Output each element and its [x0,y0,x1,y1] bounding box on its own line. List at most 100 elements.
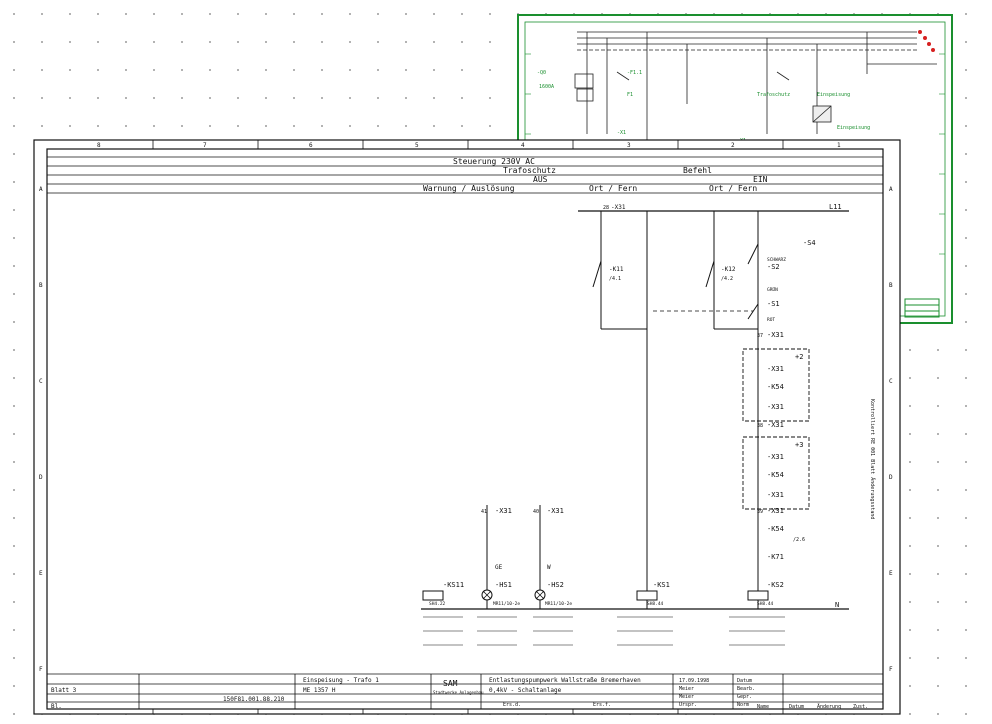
zust-label: Zust. [853,704,868,710]
switch-s2-label: -S2 [767,263,780,271]
ers-d-label: Ers.d. [503,702,521,708]
switch-s4-label: -S4 [803,239,816,247]
company-name: SAM [443,679,458,688]
row-label-right: E [889,570,893,577]
terminal-label: -X31 [495,507,512,515]
column-label: 1 [837,142,841,149]
column-label: 5 [415,142,419,149]
sheet-side-text: Kontrolliert RE 001 Blatt Änderungsstand [869,399,876,519]
row-label-right: B [889,282,893,289]
svg-text:1600A: 1600A [539,84,554,90]
lamp-type: MR11/10-2e [545,601,572,607]
header-warnung: Warnung / Auslösung [423,184,515,193]
header-ort-fern-left: Ort / Fern [589,184,637,193]
svg-text:-Q0: -Q0 [537,70,546,76]
column-label: 7 [203,142,207,149]
date-label: Datum [737,678,752,684]
row-label: C [39,378,43,385]
terminal-number: 40 [533,509,539,515]
bearb-value: Meier [679,686,694,692]
urspr-label: Urspr. [679,702,697,708]
header-befehl: Befehl [683,166,712,175]
terminal-label: -X31 [767,365,784,373]
terminal-label: -X31 [767,507,784,515]
drawing-number: 150F81.001.88.210 [223,696,285,703]
location-plus3-label: +3 [795,441,803,449]
rail-top-label: L11 [829,203,842,211]
relay-k11-ref: /4.1 [609,276,621,282]
project-name-2: 0,4kV - Schaltanlage [489,687,562,694]
relay-label: -K54 [767,525,784,533]
terminal-label: -X31 [767,491,784,499]
datum-label: Datum [789,704,804,710]
header-ein: EIN [753,175,768,184]
lamp-type: MR11/10-2e [493,601,520,607]
switch-s1-label: -S1 [767,300,780,308]
gepr-label: Gepr. [737,694,752,700]
ers-f-label: Ers.f. [593,702,611,708]
svg-text:Trafoschutz: Trafoschutz [757,92,790,98]
main-schematic-sheet: 8 7 6 5 4 3 2 1 A B C D E F A B C D E F [33,139,901,715]
relay-label: -K54 [767,383,784,391]
terminal-label: -X31 [767,453,784,461]
contactor-ks1-label: -KS1 [653,581,670,589]
date-value: 17.09.1998 [679,678,709,684]
name-label: Name [757,704,769,710]
row-label: D [39,474,43,481]
switch-color-label: ROT [767,317,775,323]
row-label-right: D [889,474,893,481]
terminal-label: -X31 [767,403,784,411]
contactor-type: SH8.44 [757,601,774,607]
lamp-color-label: GE [495,564,503,571]
row-label: A [39,186,43,193]
column-label: 8 [97,142,101,149]
column-label: 2 [731,142,735,149]
relay-k11-label: -K11 [609,266,624,273]
company-sub: Stadtwerke Anlagenbau [433,690,484,695]
switch-color-label: GRÜN [767,286,778,293]
contactor-ks2-label: -KS2 [767,581,784,589]
cross-reference: /2.6 [793,537,805,543]
doc-title: Einspeisung - Trafo 1 [303,677,379,684]
terminal-label: -X31 [767,331,784,339]
terminal-number: 41 [481,509,487,515]
svg-text:F1: F1 [627,92,633,98]
contactor-type: SH8.44 [647,601,664,607]
terminal-label: -X31 [547,507,564,515]
sheet-number: Blatt 3 [51,687,77,694]
terminal-label: -X31 [767,421,784,429]
switch-color-label: SCHWARZ [767,257,786,263]
column-label: 4 [521,142,525,149]
row-label: F [39,666,43,673]
column-label: 3 [627,142,631,149]
contactor-type: SH4.22 [429,601,446,607]
header-aus: AUS [533,175,548,184]
location-plus2-label: +2 [795,353,803,361]
header-title: Steuerung 230V AC [453,157,535,166]
svg-text:Einspeisung: Einspeisung [817,92,850,98]
row-label-right: F [889,666,893,673]
relay-k12-ref: /4.2 [721,276,733,282]
rail-bottom-label: N [835,601,839,609]
contactor-ks11-label: -KS11 [443,581,464,589]
terminal-label: -X31 [611,204,626,211]
lamp-hs1-label: -HS1 [495,581,512,589]
terminal-number: 37 [757,333,763,339]
gepr-value: Meier [679,694,694,700]
relay-label: -K54 [767,471,784,479]
row-label: E [39,570,43,577]
row-label: B [39,282,43,289]
svg-text:-F1.1: -F1.1 [627,70,642,76]
row-label-right: A [889,186,893,193]
terminal-number: 38 [757,423,763,429]
header-subtitle: Trafoschutz [503,166,556,175]
aenderung-label: Änderung [817,703,841,710]
column-label: 6 [309,142,313,149]
terminal-number: 28 [603,205,609,211]
relay-k12-label: -K12 [721,266,736,273]
svg-text:Einspeisung: Einspeisung [837,125,870,131]
sheet-count: Bl. [51,703,62,710]
terminal-number: 39 [757,509,763,515]
lamp-color-label: W [547,564,551,571]
